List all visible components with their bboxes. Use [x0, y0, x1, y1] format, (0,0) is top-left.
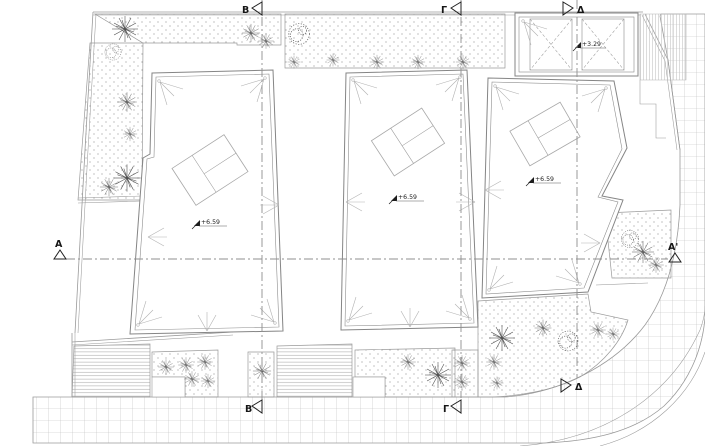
- section-label-d-top: Δ: [577, 5, 585, 16]
- yard-g-strip-planting: [451, 349, 479, 398]
- pergola-1: [529, 18, 573, 71]
- section-label-g-bottom: Γ: [443, 404, 449, 415]
- garden-wall: [71, 331, 234, 343]
- section-label-a: A: [55, 239, 63, 250]
- building-1-roof: +6.59: [129, 69, 284, 335]
- section-marker-b-bottom: B: [245, 399, 263, 415]
- building-3-roof: +6.59: [481, 77, 628, 299]
- right-steps-outline: [639, 80, 666, 139]
- section-marker-g-top: Γ: [441, 1, 462, 16]
- section-marker-d-bottom: Δ: [560, 378, 583, 393]
- roof-2-elevation: +6.59: [388, 194, 424, 205]
- skylight-3: [509, 101, 581, 167]
- section-marker-a-prime: A': [668, 242, 682, 263]
- roof-3-elevation: +6.59: [525, 176, 561, 187]
- section-label-b-top: B: [242, 5, 249, 16]
- yard-1-structure: [151, 376, 186, 398]
- section-cut-arrow-icon: [668, 252, 682, 263]
- section-marker-g-bottom: Γ: [443, 399, 462, 415]
- decks: [71, 343, 386, 398]
- section-cut-arrow-icon: [450, 399, 462, 414]
- section-marker-a: A: [53, 239, 67, 260]
- section-cut-arrow-icon: [450, 1, 462, 16]
- road-edge-arc: [519, 305, 705, 446]
- pergola-2: [581, 18, 625, 71]
- terrace-elevation-label: +3.29: [582, 41, 601, 48]
- section-cut-arrow-icon: [53, 249, 67, 260]
- skylight-1: [171, 134, 249, 206]
- roof-elevation-label-3: +6.59: [535, 176, 554, 183]
- ramp-hatch: [639, 13, 687, 81]
- section-cut-arrow-icon: [251, 399, 263, 414]
- section-label-a-prime: A': [668, 242, 678, 253]
- yard-2-structure: [352, 376, 386, 398]
- section-label-g-top: Γ: [441, 5, 447, 16]
- deck-1: [71, 343, 151, 398]
- section-marker-b-top: B: [242, 1, 263, 16]
- roof-elevation-label-2: +6.59: [398, 194, 417, 201]
- section-marker-d-top: Δ: [562, 1, 585, 16]
- planting-areas: [77, 13, 672, 398]
- skylight-2: [370, 107, 446, 177]
- roof-elevation-label-1: +6.59: [201, 219, 220, 226]
- section-cut-arrow-icon: [560, 378, 572, 393]
- section-cut-arrow-icon: [562, 1, 574, 16]
- yard-b-strip-planting: [247, 351, 275, 398]
- section-label-d-bottom: Δ: [575, 382, 583, 393]
- terrace-block: +3.29: [514, 12, 639, 77]
- deck-2: [276, 343, 353, 398]
- section-lines: B Γ Δ B Γ Δ A A': [53, 0, 682, 415]
- planting-strip-top: [284, 13, 506, 69]
- building-2-roof: +6.59: [340, 69, 479, 331]
- planting-strip-left: [77, 42, 144, 201]
- roof-1-elevation: +6.59: [191, 219, 227, 230]
- section-label-b-bottom: B: [245, 404, 252, 415]
- left-path-band: [77, 195, 143, 204]
- section-cut-arrow-icon: [251, 1, 263, 16]
- road-edge-arc-2: [599, 351, 705, 446]
- corner-garden: [477, 293, 629, 398]
